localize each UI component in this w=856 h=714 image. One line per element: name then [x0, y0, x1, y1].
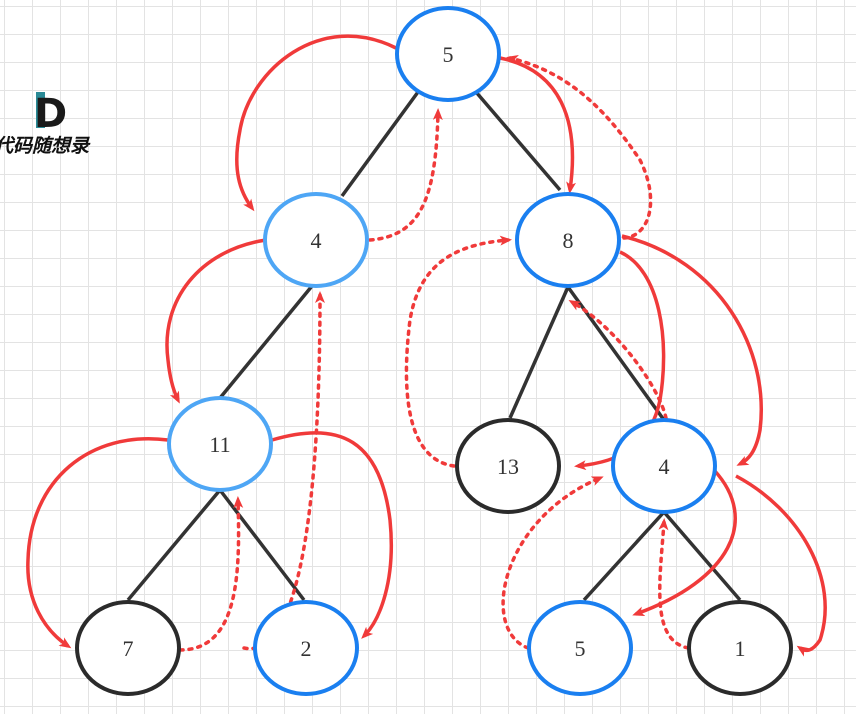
arrow-11-to-2	[271, 431, 394, 639]
return-8-to-5	[506, 55, 653, 240]
arrow-5-to-8	[499, 56, 577, 194]
return-7-to-11	[178, 496, 244, 652]
node-label: 1	[735, 636, 746, 661]
arrow-4-to-1	[735, 474, 827, 657]
logo: D 代码随想录	[0, 91, 91, 157]
node-label: 13	[497, 454, 519, 479]
edge-4-11	[218, 284, 314, 400]
logo-mark-bar-icon	[36, 92, 45, 128]
return-5-to-4	[501, 476, 604, 650]
node-label: 5	[575, 636, 586, 661]
arrow-4-to-5	[632, 468, 737, 616]
node-label: 5	[443, 42, 454, 67]
edge-11-2	[218, 488, 306, 602]
return-1-to-4	[658, 518, 690, 650]
edge-5-4	[340, 90, 420, 198]
arrow-8-to-4	[621, 234, 763, 466]
return-13-to-8	[404, 235, 512, 468]
node-label: 11	[209, 432, 230, 457]
logo-mark: D	[34, 91, 67, 137]
logo-text: 代码随想录	[0, 135, 91, 157]
node-8: 8	[515, 192, 621, 288]
node-label: 4	[311, 228, 322, 253]
return-4-to-5	[368, 108, 443, 242]
node-label: 8	[563, 228, 574, 253]
edge-8-13	[508, 286, 570, 419]
node-4-left: 4	[263, 192, 369, 288]
return-4-to-8	[568, 299, 668, 420]
arrow-4-to-11	[165, 238, 267, 404]
node-7: 7	[75, 600, 181, 696]
node-2: 2	[253, 600, 359, 696]
node-11: 11	[167, 396, 273, 492]
arrow-11-to-7	[26, 437, 169, 649]
tree-nodes: 5 4 8 11 13 4 7 2	[75, 6, 793, 696]
tree-edges	[126, 90, 742, 602]
node-label: 7	[123, 636, 134, 661]
edge-5-8	[474, 90, 562, 192]
edge-4-5	[582, 510, 666, 602]
node-1: 1	[687, 600, 793, 696]
node-13: 13	[455, 418, 561, 514]
arrow-5-to-4	[235, 34, 397, 212]
node-5-leaf: 5	[527, 600, 633, 696]
node-label: 4	[659, 454, 670, 479]
node-label: 2	[301, 636, 312, 661]
node-4-right: 4	[611, 418, 717, 514]
edge-8-4	[566, 285, 666, 422]
node-5-root: 5	[395, 6, 501, 102]
edge-11-7	[126, 488, 222, 602]
edge-4-1	[662, 510, 742, 602]
